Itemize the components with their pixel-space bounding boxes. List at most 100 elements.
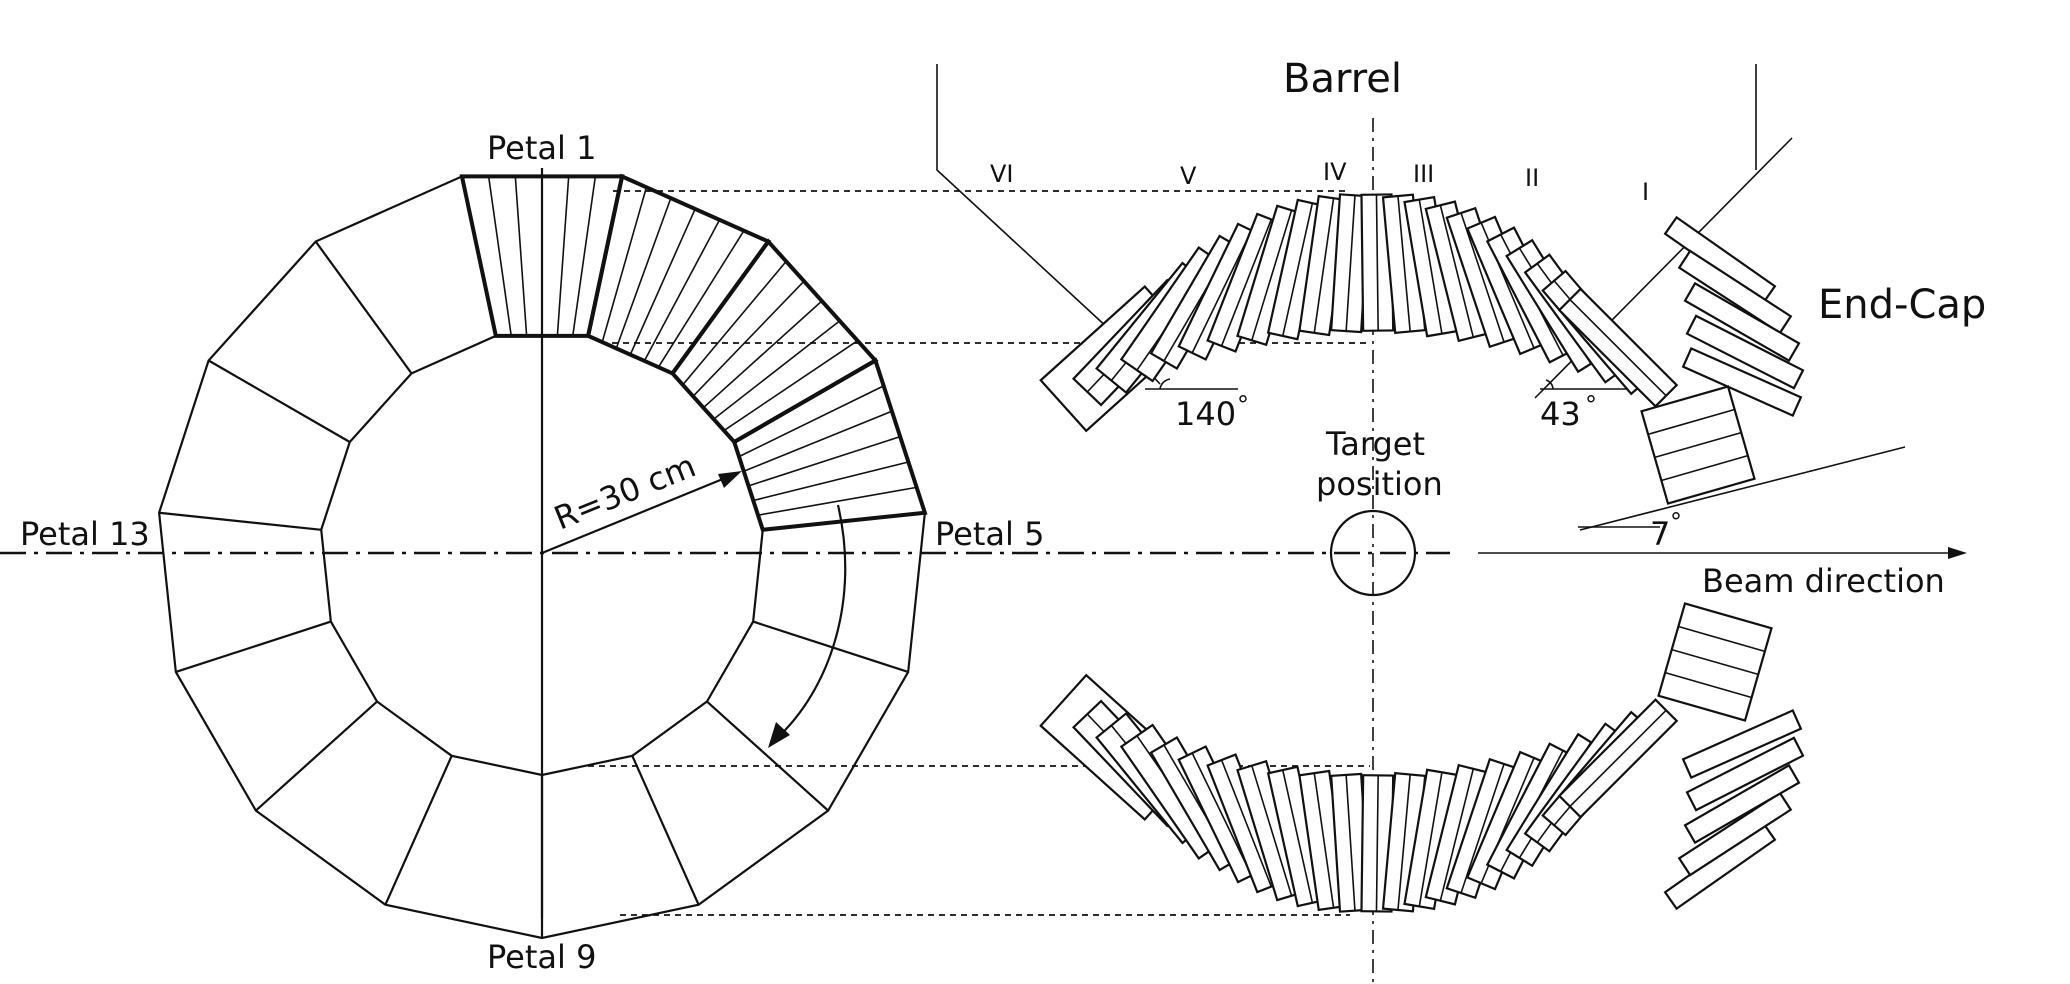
crystal-inner-line (1251, 765, 1293, 896)
barrel-crystal (1557, 287, 1679, 408)
radius-label: R=30 cm (549, 446, 701, 537)
ring-vi-label: VI (990, 160, 1014, 188)
crystal-slice (571, 176, 597, 336)
crystal-outline (1683, 281, 1801, 363)
crystal-inner-line (1439, 768, 1475, 901)
crystal-slice (643, 219, 721, 362)
crystal-slice (713, 320, 841, 420)
crystal-inner-line (1418, 772, 1443, 907)
crystal-slice (738, 385, 885, 458)
crystal-inner-line (1654, 431, 1742, 459)
crystal-outline (1681, 347, 1803, 417)
crystal-inner-line (1661, 454, 1749, 482)
crystal-slice (615, 197, 672, 349)
crystal-slice (692, 280, 805, 397)
crystal-slice (601, 187, 648, 343)
angle-markers (1145, 378, 1660, 528)
target-label-line2: position (1316, 465, 1443, 503)
angle-140-label: 140 (1175, 395, 1236, 433)
target-circle (1329, 509, 1417, 597)
crystal-inner-line (1375, 775, 1379, 912)
ring-iii-label: III (1413, 160, 1434, 188)
crystal-outline (1685, 736, 1805, 812)
crystal-inner-line (1313, 198, 1335, 333)
petal-divider (314, 240, 413, 375)
endcap-crystal (1677, 791, 1793, 877)
crystal-inner-line (1678, 625, 1766, 653)
radius-arrow (541, 471, 742, 555)
rotation-arrow (768, 504, 847, 748)
endcap-title: End-Cap (1818, 282, 1986, 328)
petal-9-label: Petal 9 (487, 938, 596, 976)
crystal-inner-line (1345, 774, 1356, 911)
crystal-inner-line (1418, 199, 1443, 334)
petal-5-label: Petal 5 (935, 515, 1044, 553)
barrel-top-crystals (1039, 193, 1679, 433)
petal-divider (631, 755, 700, 906)
petal-divider (384, 755, 453, 906)
crystal-slice (556, 176, 570, 336)
crystal-inner-line (1313, 773, 1335, 908)
angle-7-label: 7 (1650, 515, 1670, 553)
petal-divider (175, 620, 332, 674)
ring-iv-label: IV (1323, 158, 1347, 186)
crystal-slice (757, 486, 917, 516)
crystal-inner-line (1282, 769, 1314, 903)
crystal-inner-line (1251, 210, 1293, 341)
crystal-slice (748, 435, 901, 487)
angle-7-degree: ° (1670, 508, 1682, 536)
crystal-slice (657, 230, 745, 368)
crystal-outline (1677, 791, 1793, 877)
crystal-inner-line (1460, 212, 1505, 343)
crystal-slice (514, 176, 528, 336)
crystal-slice (682, 260, 787, 386)
endcap-crystal (1681, 347, 1803, 417)
crystal-inner-line (1220, 759, 1272, 887)
crystal-outline (1685, 314, 1805, 390)
barrel-title: Barrel (1283, 56, 1402, 102)
endcap-crystal (1681, 709, 1803, 779)
petal-divider (158, 511, 322, 531)
endcap-crystal (1677, 249, 1793, 335)
crystal-inner-line (1460, 763, 1505, 894)
target-label-line1: Target (1325, 425, 1425, 463)
ring-ii-label: II (1525, 164, 1539, 192)
highlighted-petal (669, 238, 879, 445)
barrel-bottom-crystals (1039, 673, 1679, 913)
crystal-outline (1683, 763, 1801, 845)
petal-divider (752, 620, 909, 674)
ring-v-label: V (1180, 162, 1197, 190)
crystal-inner-line (1282, 203, 1314, 337)
crystal-inner-line (1569, 299, 1667, 397)
endcap-crystal (1685, 314, 1805, 390)
angle-43-label: 43 (1540, 395, 1581, 433)
crystal-inner-line (1375, 194, 1379, 331)
endcap-crystal (1685, 736, 1805, 812)
beam-direction-arrow (1478, 547, 1967, 559)
crystal-outline (1677, 249, 1793, 335)
crystal-slice (723, 340, 859, 432)
petal-divider (255, 700, 378, 812)
crystal-slice (487, 176, 513, 336)
angle-43-degree: ° (1585, 391, 1597, 419)
crystal-inner-line (1664, 671, 1752, 699)
crystal-inner-line (1220, 219, 1272, 347)
petal-divider (208, 359, 351, 443)
crystal-inner-line (1647, 408, 1735, 436)
endcap-crystal (1683, 763, 1801, 845)
petal-13-label: Petal 13 (20, 515, 150, 553)
crystal-slice (629, 208, 696, 355)
crystal-inner-line (1345, 195, 1356, 332)
angle-140-degree: ° (1237, 391, 1249, 419)
petal-1-label: Petal 1 (487, 129, 596, 167)
petal-ring (157, 173, 928, 940)
crystal-slice (743, 410, 893, 473)
endcap-large-block (1640, 385, 1756, 505)
ring-i-label: I (1642, 178, 1649, 206)
endcap-large-block (1657, 602, 1773, 722)
beam-direction-label: Beam direction (1702, 562, 1945, 600)
endcap-crystal (1683, 281, 1801, 363)
crystal-inner-line (1397, 195, 1411, 332)
